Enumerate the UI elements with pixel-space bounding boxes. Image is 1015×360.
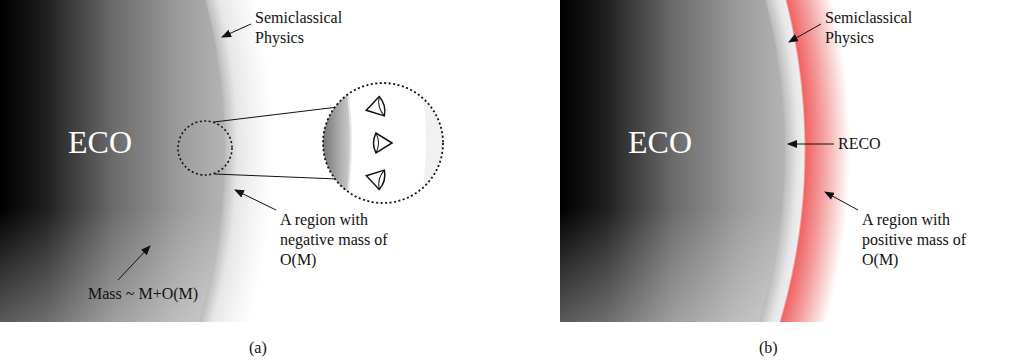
light-cone [374, 133, 393, 153]
light-cone [377, 170, 385, 190]
leader-arrow [825, 192, 858, 210]
radius-label: RECO [838, 134, 881, 154]
region-label: Semiclassical Physics [825, 8, 930, 48]
zoom-ground [320, 80, 450, 210]
leader-arrow [235, 190, 276, 210]
shell-band [560, 0, 860, 322]
region-label: A region with negative mass of O(M) [280, 210, 405, 270]
mass-label: Mass ~ M+O(M) [88, 284, 198, 304]
leader-arrow [222, 24, 251, 37]
zoom-edge [346, 80, 351, 206]
eco-fill [0, 0, 225, 322]
leader-arrow [118, 246, 150, 280]
eco-fade [0, 0, 225, 322]
leader-arrow [789, 24, 821, 42]
focus-circle [178, 121, 232, 175]
light-cone [364, 96, 387, 120]
zoom-circle [323, 83, 443, 203]
zoom-outer [420, 80, 450, 206]
shell-band [0, 0, 300, 322]
eco-fade [560, 0, 785, 322]
region-title: ECO [628, 124, 692, 160]
region-label: Semiclassical Physics [255, 8, 360, 48]
light-cone [374, 133, 393, 153]
region-label: A region with positive mass of O(M) [862, 210, 987, 270]
leader-arrow [788, 144, 834, 145]
light-cone [364, 166, 387, 190]
region-title: ECO [68, 124, 132, 160]
zoom-line [214, 107, 338, 122]
eco-region: ECO [0, 0, 230, 322]
light-cone [376, 133, 379, 153]
light-cone [364, 96, 387, 120]
panel-label: (a) [249, 338, 267, 358]
eco-body [560, 0, 790, 322]
zoom-line [214, 174, 338, 179]
eco-region: ECO [560, 0, 790, 322]
zoom-core [320, 80, 351, 206]
light-cone [364, 166, 387, 190]
zoom-view [320, 80, 450, 210]
panel-label: (b) [759, 338, 778, 358]
eco-body [0, 0, 230, 322]
eco-fill [560, 0, 785, 322]
light-cone [377, 97, 385, 117]
